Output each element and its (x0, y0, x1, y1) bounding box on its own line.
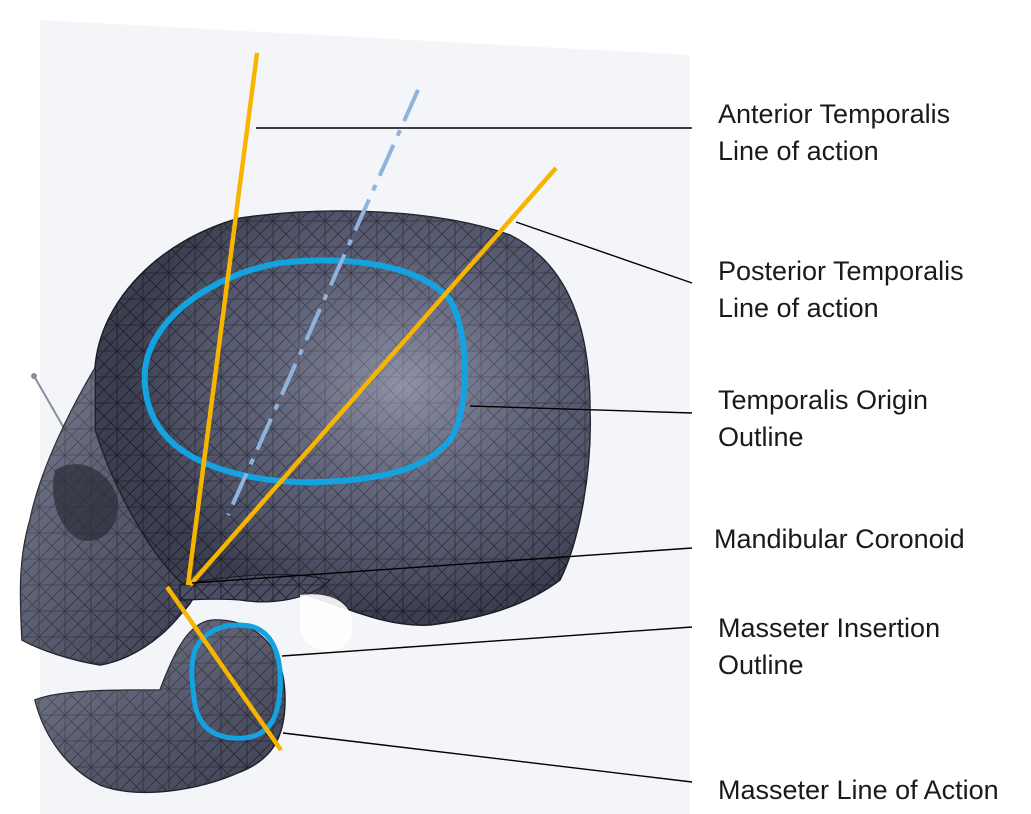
cranium-shading (95, 211, 590, 625)
label-posterior-temporalis-line2: Line of action (718, 290, 964, 327)
wire-end-point (31, 373, 37, 379)
label-masseter-insertion-line1: Masseter Insertion (718, 610, 940, 647)
label-anterior-temporalis-line1: Anterior Temporalis (718, 96, 950, 133)
label-posterior-temporalis-line1: Posterior Temporalis (718, 253, 964, 290)
label-temporalis-origin: Temporalis Origin Outline (718, 382, 928, 456)
label-temporalis-origin-line1: Temporalis Origin (718, 382, 928, 419)
label-mandibular-coronoid-line1: Mandibular Coronoid (714, 521, 965, 558)
label-masseter-insertion-line2: Outline (718, 647, 940, 684)
label-masseter-line-line1: Masseter Line of Action (718, 772, 999, 809)
label-posterior-temporalis: Posterior Temporalis Line of action (718, 253, 964, 327)
label-anterior-temporalis: Anterior Temporalis Line of action (718, 96, 950, 170)
label-anterior-temporalis-line2: Line of action (718, 133, 950, 170)
label-mandibular-coronoid: Mandibular Coronoid (714, 521, 965, 558)
label-masseter-insertion: Masseter Insertion Outline (718, 610, 940, 684)
label-temporalis-origin-line2: Outline (718, 419, 928, 456)
label-masseter-line: Masseter Line of Action (718, 772, 999, 809)
